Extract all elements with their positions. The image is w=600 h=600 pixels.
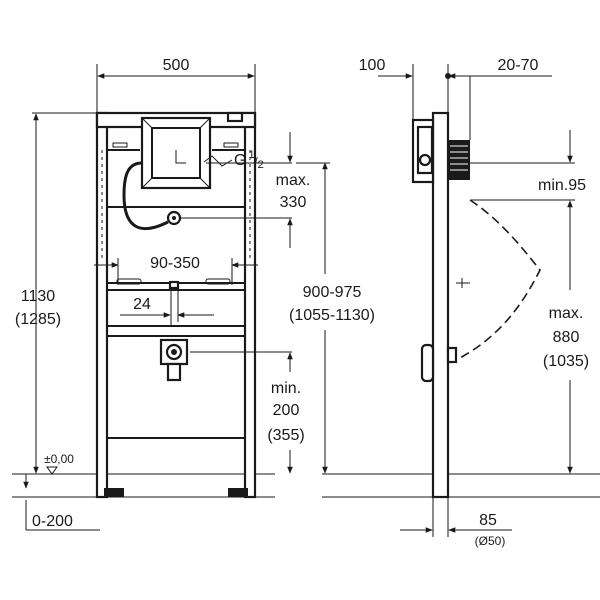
max-alt-value: (1035)	[543, 353, 589, 370]
rail-slot-right	[205, 278, 231, 285]
foot-left	[104, 488, 124, 497]
flexible-hose	[122, 161, 169, 231]
side-mount-mark	[456, 278, 470, 288]
frame-post-right	[243, 111, 257, 499]
wall-label: 20-70	[498, 57, 539, 74]
inlet-label: 900-975	[303, 284, 362, 301]
spacing-max-value: 330	[280, 194, 307, 211]
flush-valve-plate	[151, 127, 201, 179]
depth-label: 100	[359, 57, 386, 74]
min-label: min.95	[538, 177, 586, 194]
max-value: 880	[553, 329, 580, 346]
slot-right	[223, 142, 239, 148]
spacing-max-label: max.	[276, 172, 311, 189]
level-label: ±0,00	[44, 452, 74, 466]
top-bracket	[226, 111, 244, 123]
span-label: 90-350	[150, 255, 200, 272]
side-drain-pipe	[420, 343, 435, 383]
inlet-alt-label: (1055-1130)	[289, 307, 375, 324]
height-alt-label: (1285)	[15, 311, 61, 328]
max-label: max.	[549, 305, 584, 322]
frame-post-left	[95, 111, 109, 499]
rail-clip	[168, 280, 180, 290]
drain-alt-label: (355)	[267, 427, 304, 444]
pipe-dia-label: (Ø50)	[475, 534, 506, 548]
offset-label: 24	[133, 296, 151, 313]
side-view: 100 20-70 min.95 max. 880 (1035) 85 (Ø50…	[322, 57, 600, 548]
drain-min-value: 200	[273, 402, 300, 419]
drain-min-label: min.	[271, 380, 301, 397]
level-triangle-icon	[46, 466, 58, 475]
slot-left	[112, 142, 128, 148]
floor-label: 0-200	[32, 513, 73, 530]
width-label: 500	[163, 57, 190, 74]
drain-pipe	[166, 362, 182, 382]
pipe-label: 85	[479, 512, 497, 529]
side-frame-post	[431, 111, 450, 499]
foot-right	[228, 488, 248, 497]
rail-slot-left	[116, 278, 142, 285]
height-label: 1130	[21, 288, 56, 305]
side-valve-inner	[416, 125, 434, 175]
side-drain-outlet	[446, 346, 458, 364]
valve-center-mark	[175, 150, 186, 164]
urinal-outline	[455, 199, 541, 361]
